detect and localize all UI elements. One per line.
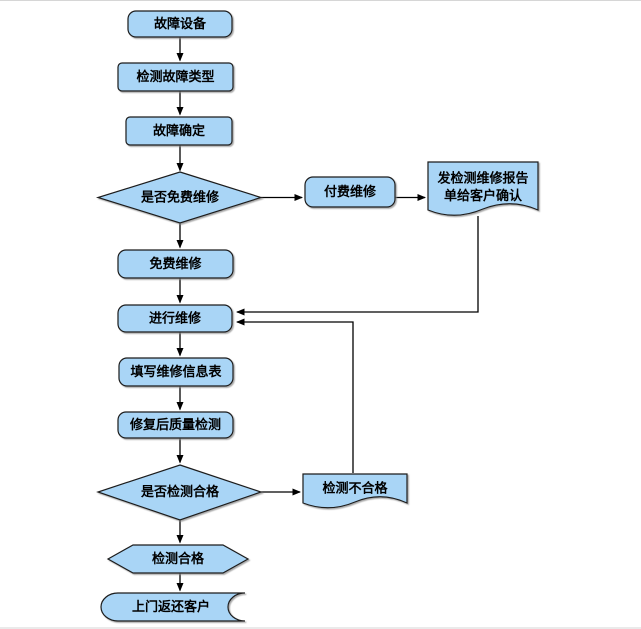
paid-repair-shape: [304, 176, 396, 208]
fault-confirmed-shape: [125, 116, 233, 146]
qc-passed-shape: [106, 544, 250, 574]
is-qc-passed-label: 是否检测合格: [140, 484, 220, 500]
detect-fault-type-shape: [117, 62, 234, 92]
post-repair-qc-shape: [117, 411, 234, 439]
fault-confirmed-label: 故障确定: [153, 123, 205, 139]
faulty-device-label: 故障设备: [154, 16, 207, 32]
is-free-repair-shape: [95, 171, 263, 224]
send-report-label-line1: 发检测维修报告: [436, 171, 528, 187]
qc-passed-label: 检测合格: [152, 551, 205, 567]
free-repair-shape: [117, 249, 234, 279]
node-do-repair: 进行维修: [117, 304, 233, 333]
node-detect-fault-type: 检测故障类型: [117, 62, 234, 92]
node-qc-passed: 检测合格: [106, 544, 250, 574]
arrow-send-report-to-do-repair: [236, 216, 479, 316]
free-repair-label: 免费维修: [149, 256, 202, 272]
send-report-label-line2: 单给客户确认: [444, 188, 523, 204]
fill-repair-form-shape: [118, 357, 234, 387]
node-is-qc-passed: 是否检测合格: [96, 464, 263, 521]
fill-repair-form-label: 填写维修信息表: [130, 364, 222, 380]
post-repair-qc-label: 修复后质量检测: [129, 417, 221, 433]
qc-failed-label: 检测不合格: [322, 481, 388, 497]
do-repair-shape: [117, 304, 233, 333]
node-paid-repair: 付费维修: [304, 176, 396, 208]
node-send-report: 发检测维修报告 单给客户确认: [427, 161, 539, 216]
node-is-free-repair: 是否免费维修: [95, 171, 263, 224]
node-post-repair-qc: 修复后质量检测: [117, 411, 234, 439]
faulty-device-shape: [127, 10, 233, 38]
node-return-to-customer: 上门返还客户: [100, 592, 246, 622]
paid-repair-label: 付费维修: [324, 184, 377, 200]
node-qc-failed: 检测不合格: [302, 473, 408, 509]
return-to-customer-label: 上门返还客户: [132, 599, 210, 615]
node-fault-confirmed: 故障确定: [125, 116, 233, 146]
detect-fault-type-label: 检测故障类型: [136, 69, 214, 85]
arrow-qc-failed-to-do-repair: [236, 318, 354, 473]
connectors: [176, 37, 479, 592]
is-free-repair-label: 是否免费维修: [140, 190, 220, 206]
return-to-customer-shape: [100, 592, 246, 622]
do-repair-label: 进行维修: [149, 311, 202, 327]
qc-failed-shape: [302, 473, 408, 509]
send-report-shape: [427, 161, 539, 216]
node-fill-repair-form: 填写维修信息表: [118, 357, 234, 387]
is-qc-passed-shape: [96, 464, 263, 521]
node-faulty-device: 故障设备: [127, 10, 233, 38]
node-free-repair: 免费维修: [117, 249, 234, 279]
